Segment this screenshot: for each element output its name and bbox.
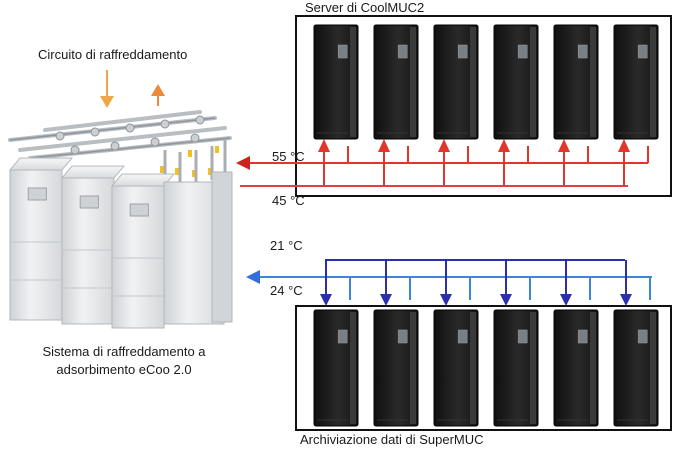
cold-drop-arrow <box>500 294 512 306</box>
cooling-circuit-label: Circuito di raffreddamento <box>38 47 188 62</box>
cold-inflow-temperature: 21 °C <box>270 238 303 253</box>
bottom-storage-rack-4 <box>493 309 539 427</box>
bottom-storage-rack-6 <box>613 309 659 427</box>
hot-riser-arrow <box>318 139 330 152</box>
top-server-racks <box>313 24 659 140</box>
chiller-system-label: Sistema di raffreddamento a adsorbimento… <box>14 343 234 379</box>
cold-drop-arrow <box>560 294 572 306</box>
bottom-storage-racks <box>313 309 659 427</box>
chiller-cabinet-3 <box>110 173 176 329</box>
bottom-storage-frame <box>295 305 672 431</box>
top-servers-title: Server di CoolMUC2 <box>305 0 425 15</box>
chiller-system-label-line1: Sistema di raffreddamento a <box>42 344 206 359</box>
bottom-storage-rack-3 <box>433 309 479 427</box>
bottom-storage-title: Archiviazione dati di SuperMUC <box>300 432 484 447</box>
cold-return-temperature: 24 °C <box>270 283 303 298</box>
top-server-rack-2 <box>373 24 419 140</box>
cooling-circuit-arrows <box>100 70 165 108</box>
circuit-down-arrow <box>100 96 114 108</box>
bottom-storage-rack-5 <box>553 309 599 427</box>
cold-drop-arrow <box>440 294 452 306</box>
chiller-side-unit <box>163 171 233 325</box>
hot-outflow-temperature: 55 °C <box>272 149 305 164</box>
hot-water-pipes <box>236 139 649 187</box>
top-server-frame <box>295 15 672 197</box>
top-server-rack-6 <box>613 24 659 140</box>
hot-return-temperature: 45 °C <box>272 193 305 208</box>
top-server-rack-3 <box>433 24 479 140</box>
chiller-system-label-line2: adsorbimento eCoo 2.0 <box>56 362 192 377</box>
cold-return-arrow <box>246 270 260 284</box>
adsorption-chiller-icon <box>8 110 233 329</box>
circuit-up-arrow <box>151 84 165 96</box>
hot-riser-arrow <box>618 139 630 152</box>
cold-water-pipes <box>246 259 652 306</box>
hot-outflow-arrow <box>236 156 250 170</box>
bottom-storage-rack-1 <box>313 309 359 427</box>
cold-drop-arrow <box>320 294 332 306</box>
chiller-cabinet-2 <box>60 165 126 325</box>
bottom-storage-rack-2 <box>373 309 419 427</box>
hot-riser-arrow <box>498 139 510 152</box>
hot-riser-arrow <box>438 139 450 152</box>
top-server-rack-1 <box>313 24 359 140</box>
cold-drop-arrow <box>380 294 392 306</box>
hot-riser-arrow <box>378 139 390 152</box>
top-server-rack-4 <box>493 24 539 140</box>
hot-riser-arrow <box>558 139 570 152</box>
top-server-rack-5 <box>553 24 599 140</box>
cold-drop-arrow <box>620 294 632 306</box>
